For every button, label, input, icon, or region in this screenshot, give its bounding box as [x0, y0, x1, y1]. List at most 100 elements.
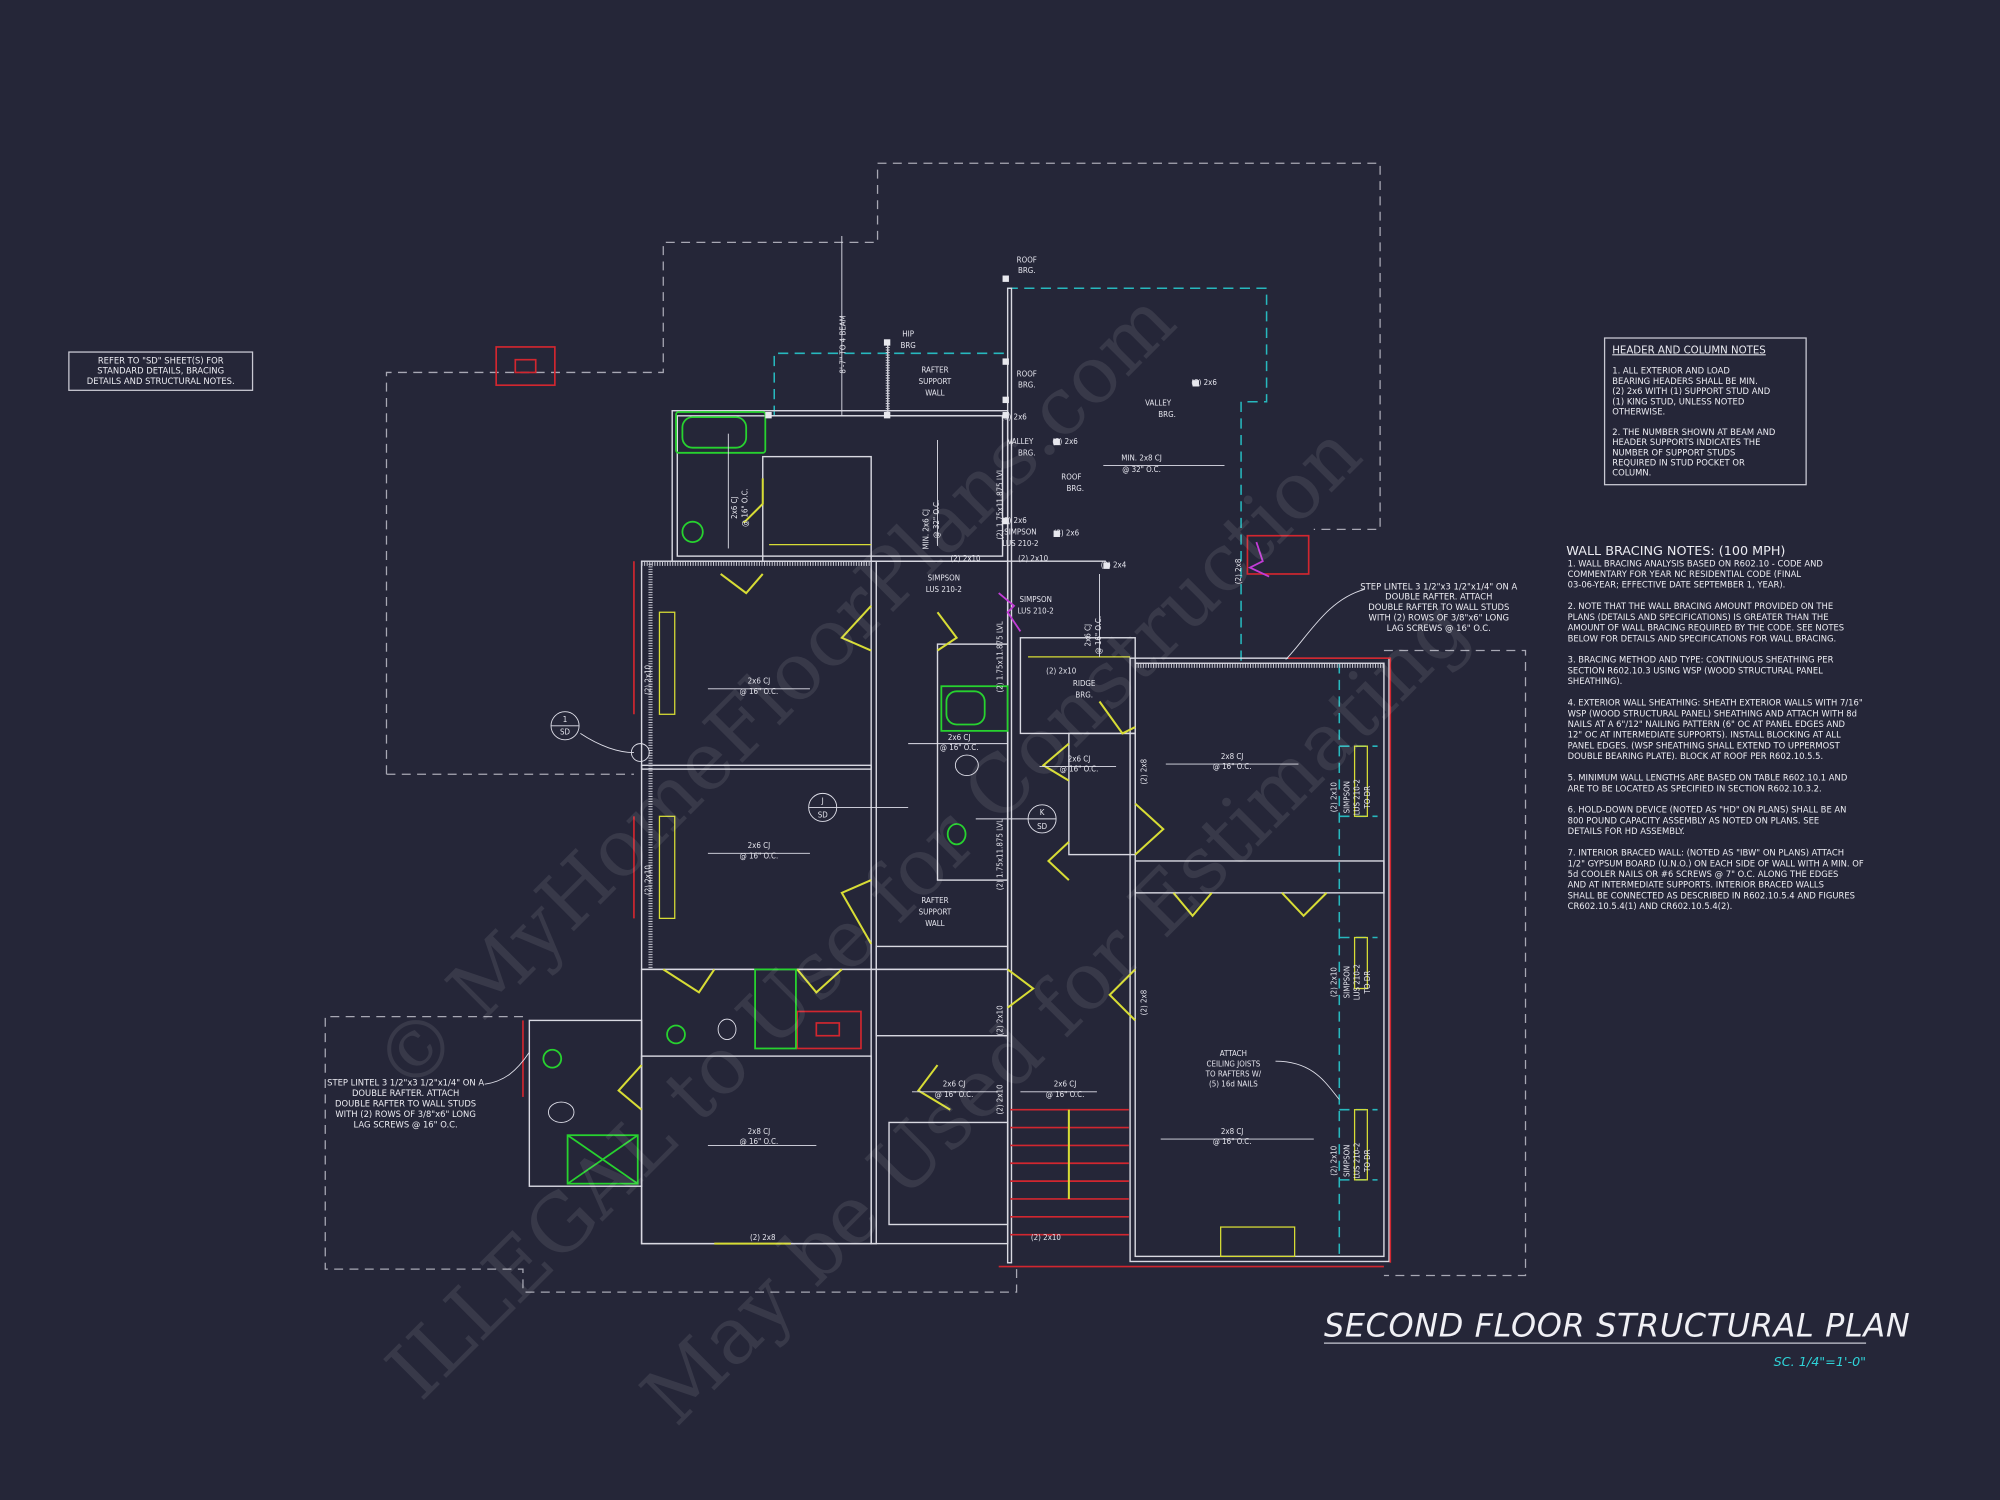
- plan-label: (3) 2x6: [1054, 529, 1080, 538]
- section-sheet: SD: [1037, 822, 1048, 831]
- section-marker-j[interactable]: J SD: [808, 792, 909, 822]
- plumbing-fixtures: [542, 411, 1009, 1185]
- plan-label: SIMPSON: [1342, 966, 1351, 998]
- plan-label: TO DR: [1363, 971, 1372, 995]
- note-line: (2) 2x6 WITH (1) SUPPORT STUD AND: [1612, 386, 1770, 396]
- plan-label: ATTACH: [1220, 1049, 1247, 1058]
- section-letter: 1: [563, 715, 568, 724]
- plan-label: @ 16" O.C.: [1213, 762, 1252, 771]
- plan-label: BRG.: [1158, 410, 1176, 419]
- note-line: HEADER SUPPORTS INDICATES THE: [1612, 437, 1760, 447]
- plan-label: BRG: [901, 341, 916, 350]
- plan-label: BRG.: [1018, 448, 1036, 457]
- plan-label: (3) 2x4: [1101, 561, 1127, 570]
- plan-label: HIP: [902, 330, 914, 339]
- note-line: SECTION R602.10.3 USING WSP (WOOD STRUCT…: [1568, 665, 1824, 675]
- plan-label: TO DR: [1363, 1149, 1372, 1173]
- plan-label: VALLEY: [1145, 399, 1172, 408]
- plan-label: SUPPORT: [919, 377, 952, 386]
- plan-label: @ 16" O.C.: [740, 488, 749, 527]
- section-letter: J: [821, 797, 824, 806]
- section-sheet: SD: [818, 811, 829, 820]
- wall-bracing-heading: WALL BRACING NOTES: (100 MPH): [1566, 544, 1785, 559]
- step-lintel-note-right: STEP LINTEL 3 1/2"x3 1/2"x1/4" ON ADOUBL…: [1360, 581, 1517, 633]
- plan-label: LUS 210-2: [1353, 779, 1362, 815]
- plan-label: ROOF: [1061, 473, 1081, 482]
- joist-span-arrows: [484, 235, 1365, 1146]
- note-line: 1. WALL BRACING ANALYSIS BASED ON R602.1…: [1568, 558, 1823, 568]
- plan-label: (3) 2x6: [1001, 413, 1027, 422]
- plan-label: ROOF: [1017, 369, 1037, 378]
- note-line: STEP LINTEL 3 1/2"x3 1/2"x1/4" ON A: [1360, 581, 1517, 591]
- walls: [528, 287, 1390, 1264]
- note-line: LAG SCREWS @ 16" O.C.: [1387, 623, 1491, 633]
- note-line: (1) KING STUD, UNLESS NOTED: [1612, 396, 1744, 406]
- note-line: 3. BRACING METHOD AND TYPE: CONTINUOUS S…: [1568, 655, 1834, 665]
- section-marker-1[interactable]: 1 SD: [550, 711, 580, 741]
- plan-label: 2x8 CJ: [748, 1127, 771, 1136]
- plan-label: SIMPSON: [1004, 527, 1036, 536]
- plan-label: 2x6 CJ: [1054, 1080, 1077, 1089]
- plan-label: RAFTER: [921, 365, 948, 374]
- plan-label: @ 16" O.C.: [1094, 616, 1103, 655]
- note-line: 03-06-YEAR; EFFECTIVE DATE SEPTEMBER 1, …: [1568, 580, 1786, 590]
- plan-label: @ 16" O.C.: [1046, 1090, 1085, 1099]
- plan-label: 2x6 CJ: [748, 677, 771, 686]
- note-line: LAG SCREWS @ 16" O.C.: [354, 1119, 458, 1129]
- note-line: 2. THE NUMBER SHOWN AT BEAM AND: [1612, 427, 1775, 437]
- plan-label: LUS 210-2: [1002, 539, 1038, 548]
- plan-label: (2) 1.75x11.875 LVL: [996, 468, 1005, 539]
- note-line: WITH (2) ROWS OF 3/8"x6" LONG: [335, 1109, 475, 1119]
- plan-label: @ 32" O.C.: [932, 500, 941, 539]
- plan-label: WALL: [925, 919, 944, 928]
- plan-label: BRG.: [1018, 381, 1036, 390]
- plan-label: MIN. 2x8 CJ: [1121, 453, 1162, 462]
- drawing-title-block: SECOND FLOOR STRUCTURAL PLAN SC. 1/4"=1'…: [1323, 1307, 1910, 1370]
- note-line: ARE TO BE LOCATED AS SPECIFIED IN SECTIO…: [1568, 783, 1822, 793]
- note-line: DETAILS AND STRUCTURAL NOTES.: [87, 376, 235, 386]
- section-marker-k[interactable]: K SD: [975, 804, 1057, 834]
- note-line: NUMBER OF SUPPORT STUDS: [1612, 447, 1735, 457]
- plan-label: SIMPSON: [928, 573, 960, 582]
- plan-label: (2) 2x10: [1046, 666, 1077, 675]
- plan-label: (3) 2x6: [1052, 437, 1078, 446]
- note-line: NAILS AT A 6"/12" NAILING PATTERN (6" OC…: [1568, 719, 1845, 729]
- note-line: 5. MINIMUM WALL LENGTHS ARE BASED ON TAB…: [1568, 773, 1848, 783]
- note-line: DOUBLE RAFTER. ATTACH: [352, 1088, 459, 1098]
- note-line: 5d COOLER NAILS OR #6 SCREWS @ 7" O.C. A…: [1568, 869, 1839, 879]
- plan-label: (2) 2x10: [644, 664, 653, 695]
- plan-label: (2) 2x10: [1330, 1145, 1339, 1176]
- door-swings: [617, 478, 1328, 1111]
- plan-label: @ 16" O.C.: [940, 743, 979, 752]
- plan-label: 2x8 CJ: [1221, 1127, 1244, 1136]
- plan-label: SIMPSON: [1342, 781, 1351, 813]
- plan-label: (2) 2x10: [1018, 554, 1049, 563]
- note-line: 800 POUND CAPACITY ASSEMBLY AS NOTED ON …: [1568, 815, 1820, 825]
- plan-label: 2x8 CJ: [1221, 752, 1244, 761]
- simpson-hangers: [998, 541, 1270, 632]
- plan-label: 2x6 CJ: [748, 841, 771, 850]
- plan-label: BRG.: [1066, 484, 1084, 493]
- plan-label: VALLEY: [1007, 437, 1034, 446]
- plan-label: (2) 2x10: [644, 865, 653, 896]
- plan-label: 2x6 CJ: [730, 496, 739, 519]
- plan-label: (3) 2x6: [1191, 378, 1217, 387]
- note-line: 12" OC AT INTERMEDIATE SUPPORTS). INSTAL…: [1568, 730, 1841, 740]
- note-line: REQUIRED IN STUD POCKET OR: [1612, 458, 1745, 468]
- plan-label: LUS 210-2: [926, 585, 962, 594]
- note-line: PLANS (DETAILS AND SPECIFICATIONS) IS GR…: [1568, 612, 1829, 622]
- header-notes-heading: HEADER AND COLUMN NOTES: [1612, 345, 1766, 356]
- note-line: AMOUNT OF WALL BRACING REQUIRED BY THE C…: [1568, 623, 1845, 633]
- refer-to-sd-note: REFER TO "SD" SHEET(S) FOR STANDARD DETA…: [68, 351, 254, 391]
- note-line: PANEL EDGES. (WSP SHEATHING SHALL EXTEND…: [1568, 740, 1841, 750]
- plan-label: WALL: [925, 388, 944, 397]
- note-line: DETAILS FOR HD ASSEMBLY.: [1568, 826, 1685, 836]
- plan-label: SUPPORT: [919, 908, 952, 917]
- plan-label: (3) 2x6: [1001, 516, 1027, 525]
- plan-label: (2) 2x8: [750, 1233, 776, 1242]
- note-line: COLUMN.: [1612, 468, 1651, 478]
- note-line: CR602.10.5.4(1) AND CR602.10.5.4(2).: [1568, 901, 1733, 911]
- stairs: [1010, 1108, 1129, 1236]
